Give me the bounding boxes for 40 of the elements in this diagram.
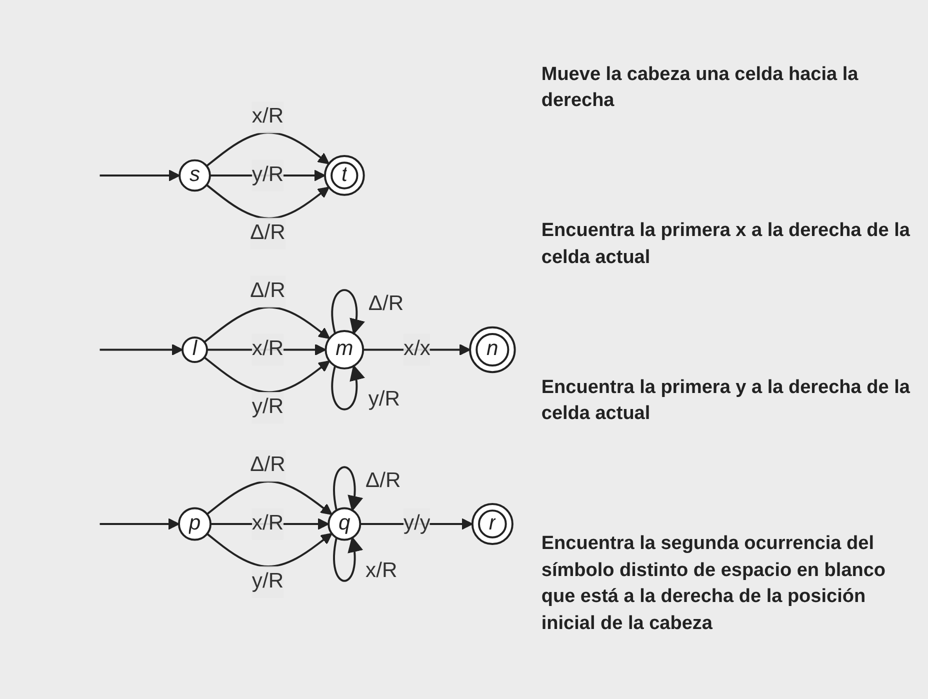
node-circle: q — [328, 506, 362, 541]
node-circle: l — [182, 336, 208, 363]
description-text: Encuentra la segunda ocurrencia del símbolo distinto de espacio en blanco que está a la derecha de la posición inicial de la cabeza — [541, 532, 887, 636]
edge-label: y/R — [252, 570, 284, 592]
arrow — [204, 306, 330, 343]
description-text: Encuentra la primera x a la derecha de la celda actual — [541, 219, 911, 270]
edge-label: x/R — [252, 338, 284, 360]
edge-label: y/y — [403, 512, 430, 534]
node-circle: n — [469, 326, 516, 373]
edge-label: x/R — [366, 558, 398, 582]
edge-label: Δ/R — [368, 292, 404, 315]
arrow — [100, 518, 180, 530]
arrow — [206, 532, 332, 568]
edge-label: Δ/R — [366, 468, 401, 492]
self-loop-arrow — [333, 536, 362, 582]
self-loop-arrow — [333, 466, 362, 512]
self-loop-arrow — [331, 364, 364, 410]
arrow — [206, 184, 330, 220]
edge-label: Δ/R — [250, 454, 286, 476]
edge-label: x/x — [403, 338, 430, 360]
node-circle: r — [471, 502, 514, 545]
arrow — [206, 131, 330, 167]
edge-label: Δ/R — [250, 280, 286, 302]
node-circle: t — [324, 154, 365, 196]
description-text: Encuentra la primera y a la derecha de la celda actual — [541, 376, 911, 426]
arrow — [204, 356, 330, 393]
edge-label: x/R — [252, 512, 284, 534]
edge-label: x/R — [252, 105, 284, 128]
self-loop-arrow — [331, 288, 364, 335]
edge-label: y/R — [368, 387, 400, 410]
arrow — [100, 169, 180, 182]
edge-label: y/R — [252, 396, 284, 418]
edge-label: y/R — [252, 163, 284, 186]
description-text: Mueve la cabeza una celda hacia la derecha — [541, 62, 860, 114]
arrow — [206, 480, 332, 515]
node-circle: s — [178, 159, 211, 192]
node-circle: m — [324, 330, 364, 370]
edge-label: Δ/R — [250, 221, 286, 244]
arrow — [100, 344, 184, 356]
node-circle: p — [178, 506, 212, 541]
